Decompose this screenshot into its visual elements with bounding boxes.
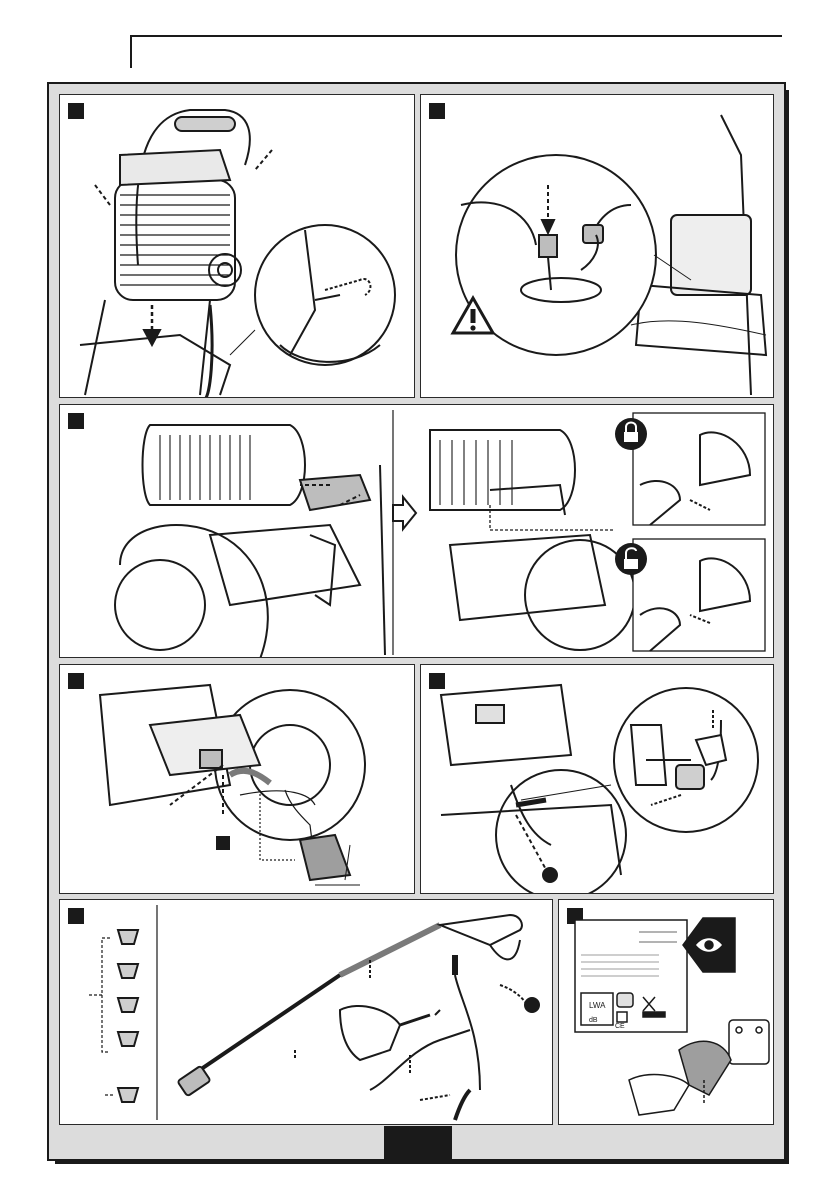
lock-icon <box>615 418 647 450</box>
page-number-tab <box>384 1126 452 1162</box>
ce-mark: CE <box>615 1023 625 1030</box>
panel-nozzle-warning <box>420 94 774 398</box>
lwa-label: LWA <box>589 1001 606 1010</box>
db-label: dB <box>589 1017 598 1024</box>
nozzle-illustration <box>421 95 774 398</box>
panel-lance-nozzles <box>59 899 553 1125</box>
header-rule-tick <box>130 35 132 68</box>
hose-reel-illustration <box>60 95 415 398</box>
rating-label-illustration: LWA dB CE <box>559 900 774 1125</box>
panel-handle-lock <box>59 404 774 658</box>
panel-water-inlet <box>420 664 774 894</box>
unlock-icon <box>615 543 647 575</box>
water-inlet-illustration <box>421 665 774 894</box>
lance-nozzles-illustration <box>60 900 553 1125</box>
hose-connection-illustration <box>60 665 415 894</box>
panel-hose-connection <box>59 664 415 894</box>
handle-lock-illustration <box>60 405 774 658</box>
panel-rating-label: LWA dB CE <box>558 899 774 1125</box>
header-rule <box>130 35 782 37</box>
panel-hose-reel <box>59 94 415 398</box>
